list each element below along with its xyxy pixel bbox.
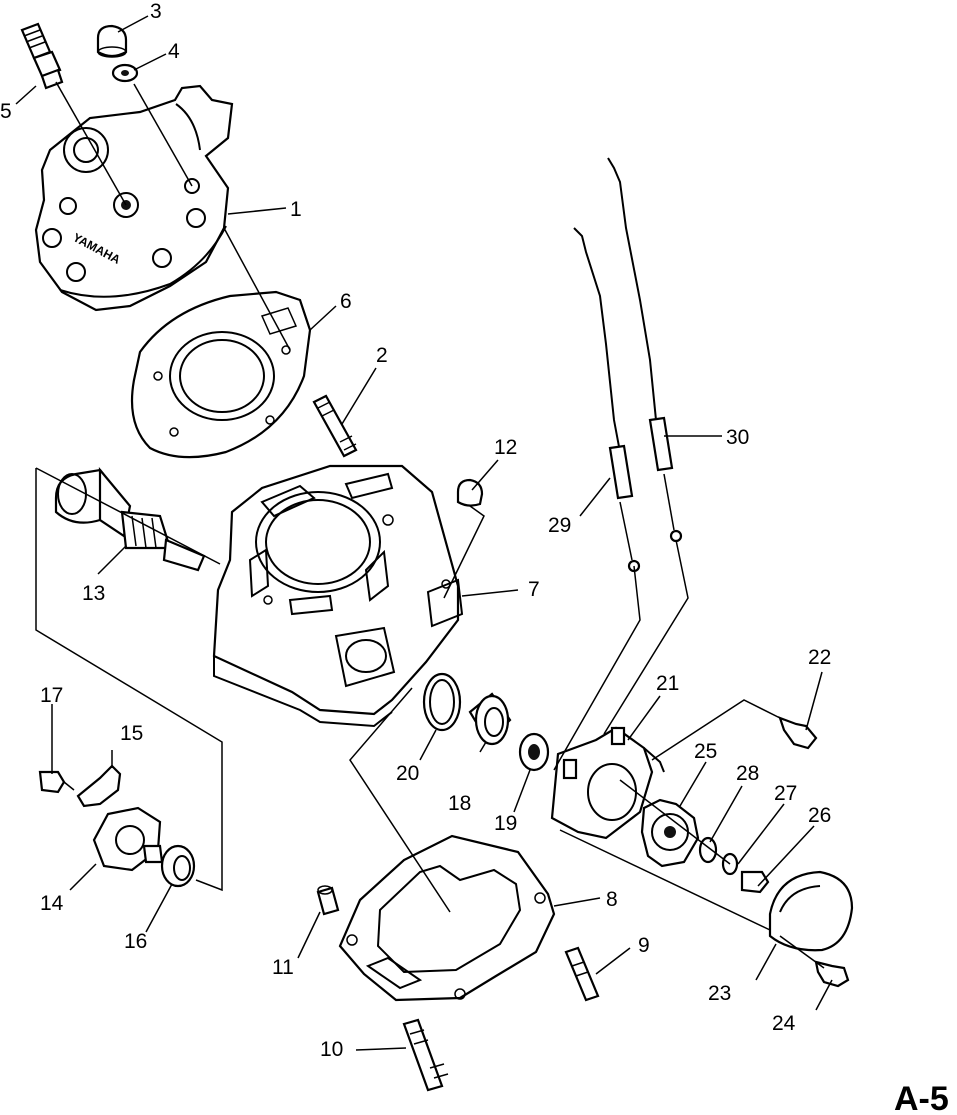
callout-2: 2 — [376, 344, 388, 367]
callout-22: 22 — [808, 646, 831, 669]
power-valve — [54, 466, 206, 572]
callout-6: 6 — [340, 290, 352, 313]
cable-30 — [607, 157, 683, 543]
bolt-22 — [778, 716, 818, 750]
callout-3: 3 — [150, 0, 162, 23]
bolt-26 — [740, 870, 770, 894]
callout-10: 10 — [320, 1038, 343, 1061]
head-gasket — [130, 290, 312, 459]
callout-4: 4 — [168, 40, 180, 63]
callout-25: 25 — [694, 740, 717, 763]
callout-16: 16 — [124, 930, 147, 953]
stud-9 — [564, 946, 600, 1002]
collar — [468, 692, 512, 746]
washer — [111, 63, 139, 83]
callout-13: 13 — [82, 582, 105, 605]
cap-nut — [96, 24, 128, 58]
assembly-lines — [35, 81, 825, 969]
page-label: A-5 — [894, 1080, 949, 1115]
screw-17 — [38, 770, 75, 794]
base-gasket — [338, 834, 556, 1002]
callouts: 1 2 3 4 5 6 7 8 9 10 11 12 13 14 15 16 1… — [0, 0, 831, 1061]
pulley — [640, 798, 700, 868]
washer-28 — [698, 836, 718, 864]
callout-27: 27 — [774, 782, 797, 805]
callout-20: 20 — [396, 762, 419, 785]
callout-18: 18 — [448, 792, 471, 815]
o-ring — [422, 672, 462, 732]
cable-29 — [573, 227, 641, 573]
callout-1: 1 — [290, 198, 302, 221]
callout-17: 17 — [40, 684, 63, 707]
callout-28: 28 — [736, 762, 759, 785]
valve-cover — [768, 870, 854, 952]
callout-30: 30 — [726, 426, 749, 449]
callout-19: 19 — [494, 812, 517, 835]
stud-bolt — [312, 394, 358, 458]
callout-12: 12 — [494, 436, 517, 459]
valve-housing — [550, 726, 665, 840]
callout-5: 5 — [0, 100, 12, 123]
cap-nut-small — [456, 478, 484, 507]
stud-10 — [402, 1018, 449, 1092]
dowel-pin — [316, 885, 340, 916]
leader-lines — [15, 15, 833, 1051]
callout-8: 8 — [606, 888, 618, 911]
spark-plug — [20, 22, 64, 90]
bracket — [76, 764, 122, 808]
cylinder — [212, 464, 464, 728]
callout-24: 24 — [772, 1012, 796, 1035]
callout-14: 14 — [40, 892, 64, 915]
callout-26: 26 — [808, 804, 831, 827]
callout-23: 23 — [708, 982, 731, 1005]
cylinder-head: YAMAHA — [34, 84, 234, 312]
callout-7: 7 — [528, 578, 540, 601]
callout-15: 15 — [120, 722, 143, 745]
holder — [92, 806, 164, 872]
callout-29: 29 — [548, 514, 571, 537]
callout-9: 9 — [638, 934, 650, 957]
bearing — [518, 732, 550, 772]
callout-21: 21 — [656, 672, 679, 695]
callout-11: 11 — [272, 956, 294, 979]
collar-16 — [160, 844, 196, 888]
